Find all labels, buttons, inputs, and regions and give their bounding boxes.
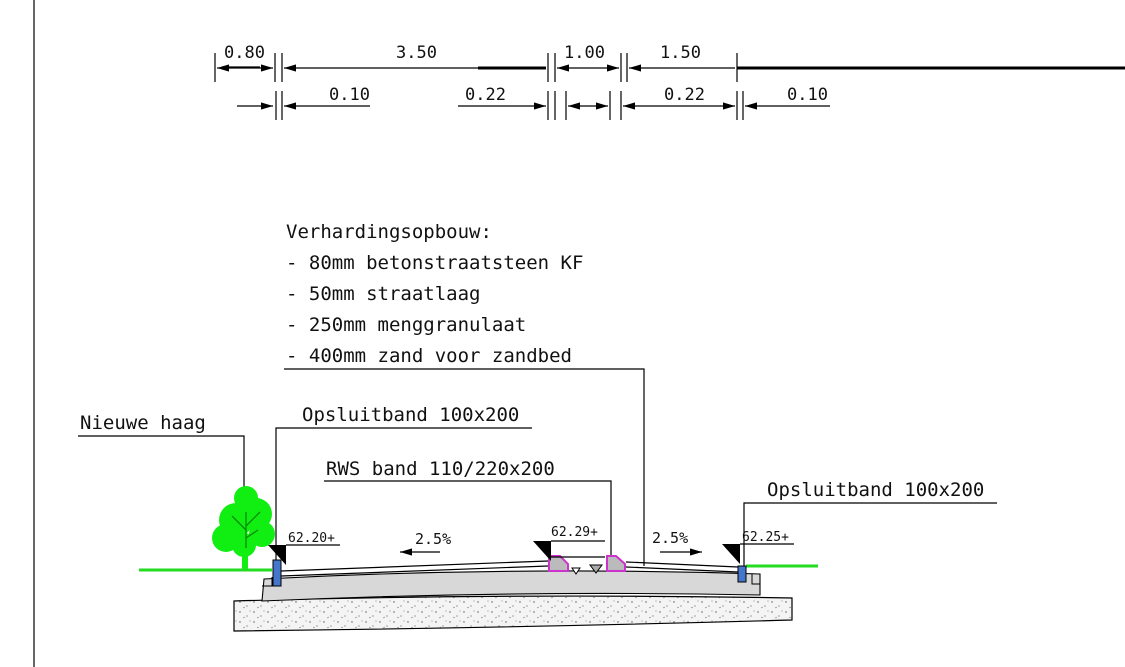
dim-bottom-0-22-right: 0.22: [664, 85, 705, 105]
slope-right: 2.5%: [652, 529, 702, 556]
elevation-center-value: 62.29+: [551, 525, 598, 540]
dimension-row-bottom: 0.10 0.22 0.22 0.10: [237, 85, 830, 120]
curb-right-label-group: Opsluitband 100x200: [743, 479, 997, 566]
dim-bottom-0-10-right: 0.10: [787, 85, 828, 105]
hedge-label: Nieuwe haag: [80, 412, 206, 434]
curb-right: [737, 565, 747, 583]
rws-label-group: RWS band 110/220x200: [324, 458, 612, 556]
dim-bottom-0-10-left: 0.10: [329, 85, 370, 105]
pavement-surface: [280, 560, 739, 577]
curb-left: [272, 559, 282, 587]
slope-right-value: 2.5%: [652, 529, 688, 547]
pavement-layer-1: - 80mm betonstraatsteen KF: [286, 252, 583, 274]
slope-left-value: 2.5%: [415, 530, 451, 548]
elevation-right-value: 62.25+: [742, 530, 789, 545]
hedge-tree-icon: [212, 486, 275, 570]
rws-curb-right: [606, 555, 626, 572]
pavement-layer-2: - 50mm straatlaag: [286, 283, 480, 305]
pavement-note: Verhardingsopbouw: - 80mm betonstraatste…: [284, 221, 645, 566]
curb-right-label: Opsluitband 100x200: [767, 479, 984, 501]
pavement-layer-4: - 400mm zand voor zandbed: [286, 345, 572, 367]
curb-left-label-group: Opsluitband 100x200: [275, 404, 532, 560]
dim-top-1-00: 1.00: [564, 43, 605, 63]
rws-label: RWS band 110/220x200: [326, 458, 555, 480]
dim-top-1-50: 1.50: [660, 43, 701, 63]
rws-curb-left: [548, 555, 569, 572]
pavement-heading: Verhardingsopbouw:: [286, 221, 492, 243]
curb-left-label: Opsluitband 100x200: [302, 404, 519, 426]
elevation-right: 62.25+: [722, 530, 794, 564]
subbase-layer: [261, 570, 761, 602]
sand-layer: [233, 595, 793, 632]
dim-top-3-50: 3.50: [396, 43, 437, 63]
pavement-leader: [284, 368, 645, 566]
hedge-label-group: Nieuwe haag: [78, 412, 245, 498]
pavement-layer-3: - 250mm menggranulaat: [286, 314, 526, 336]
dim-bottom-0-22-left: 0.22: [465, 85, 506, 105]
dim-top-0-80: 0.80: [224, 43, 265, 63]
elevation-left-value: 62.20+: [288, 531, 335, 546]
elevation-left: 62.20+: [268, 531, 340, 565]
elevation-center: 62.29+: [533, 525, 605, 561]
dimension-row-top: 0.80 3.50 1.00 1.50: [214, 43, 1125, 82]
slope-left: 2.5%: [400, 530, 451, 556]
